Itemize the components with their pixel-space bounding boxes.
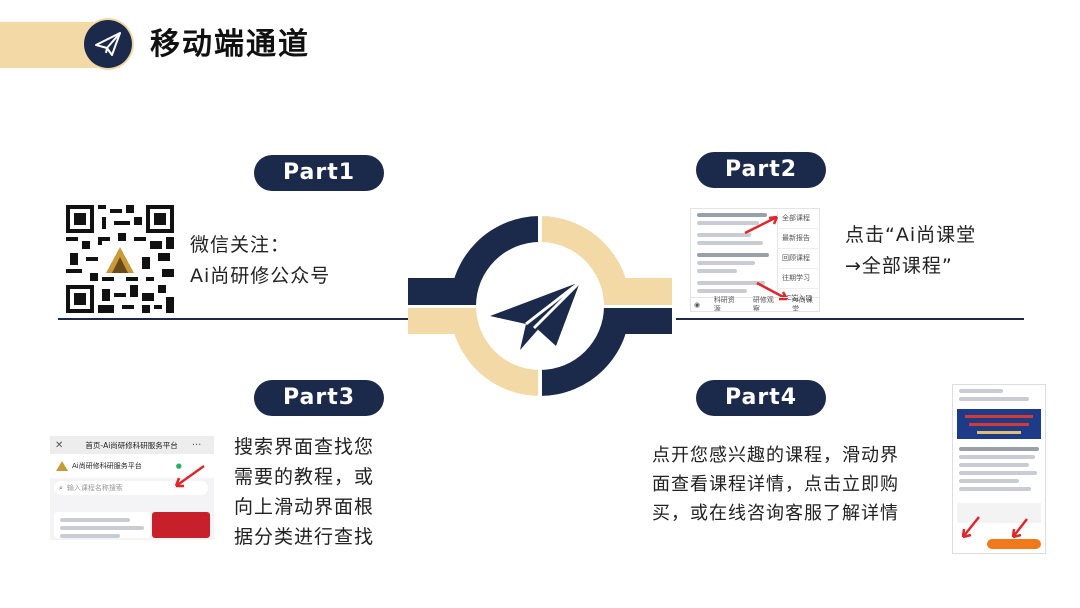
category-grid[interactable]: [54, 512, 150, 538]
mini-search-field[interactable]: ⌕ 输入课程名称搜索: [54, 481, 208, 495]
part3-text: 搜索界面查找您 需要的教程，或 向上滑动界面根 据分类进行查找: [234, 432, 374, 552]
paper-plane-icon: [490, 280, 582, 350]
paper-plane-badge: [84, 20, 132, 68]
part4-pill: Part4: [696, 380, 826, 416]
wechat-icon[interactable]: ●: [175, 461, 182, 470]
part3-line: 搜索界面查找您: [234, 436, 375, 458]
mini-nav-title: 首页-Ai尚研修科研服务平台: [85, 440, 178, 450]
menu-item-past-learning[interactable]: 往期学习: [778, 269, 818, 289]
red-arrow-icon: [744, 215, 779, 235]
keyboard-icon[interactable]: ◉: [694, 300, 701, 309]
mini-header: [953, 385, 1045, 403]
search-placeholder: 输入课程名称搜索: [66, 483, 123, 492]
part3-line: 据分类进行查找: [234, 526, 375, 548]
mini-brand-name: Ai尚研修科研服务平台: [72, 461, 142, 470]
tab-research-observation[interactable]: 研修观察: [752, 296, 774, 312]
part3-screenshot: ✕ 首页-Ai尚研修科研服务平台 ··· Ai尚研修科研服务平台 ● ⌕ 输入课…: [50, 436, 214, 540]
red-arrow-icon: [961, 516, 980, 539]
tab-ai-classroom[interactable]: Ai尚课堂: [792, 296, 813, 312]
tab-research-resources[interactable]: 科研资源: [713, 296, 735, 312]
part4-line: 买，或在线咨询客服了解详情: [652, 503, 899, 524]
mini-brand-bar: Ai尚研修科研服务平台 ●: [50, 454, 214, 478]
bottom-tab-bar: ◉ 科研资源 研修观察 Ai尚课堂: [691, 296, 819, 312]
course-details: [953, 443, 1045, 501]
red-arrow-icon: [174, 464, 205, 488]
part2-text: 点击“Ai尚课堂 →全部课程”: [845, 220, 976, 282]
part4-screenshot: [952, 384, 1046, 554]
menu-item-latest-reports[interactable]: 最新报告: [778, 229, 818, 249]
part1-line: Ai尚研修公众号: [190, 265, 331, 287]
course-menu: 全部课程 最新报告 回顾课程 往期学习 PC端入口: [777, 211, 818, 302]
part4-line: 点开您感兴趣的课程，滑动界: [652, 445, 899, 466]
part1-line: 微信关注：: [190, 234, 291, 256]
page-title: 移动端通道: [150, 27, 310, 62]
menu-item-all-courses[interactable]: 全部课程: [778, 211, 818, 229]
part1-pill: Part1: [254, 155, 384, 191]
part4-line: 面查看课程详情，点击立即购: [652, 474, 899, 495]
course-cover[interactable]: [957, 409, 1041, 439]
article-list: [691, 209, 777, 295]
center-emblem: [408, 204, 672, 408]
part1-text: 微信关注： Ai尚研修公众号: [190, 230, 330, 292]
part3-pill: Part3: [254, 380, 384, 416]
wechat-qr-code: [66, 205, 174, 313]
paper-plane-icon: [95, 32, 121, 56]
search-icon: ⌕: [59, 483, 63, 492]
menu-item-review-courses[interactable]: 回顾课程: [778, 249, 818, 269]
part2-screenshot: 全部课程 最新报告 回顾课程 往期学习 PC端入口 ◉ 科研资源 研修观察 Ai…: [690, 208, 820, 312]
close-icon[interactable]: ✕: [55, 439, 64, 451]
divider-right: [676, 318, 1024, 320]
part2-line: →全部课程”: [845, 255, 953, 277]
part2-pill: Part2: [696, 152, 826, 188]
menu-item-pc-entry[interactable]: PC端入口: [782, 294, 813, 302]
part3-line: 向上滑动界面根: [234, 496, 375, 518]
divider-left: [58, 318, 408, 320]
part3-line: 需要的教程，或: [234, 466, 375, 488]
part2-line: 点击“Ai尚课堂: [845, 224, 977, 246]
red-arrow-icon: [1011, 518, 1028, 539]
promo-banner[interactable]: [152, 512, 210, 538]
more-icon[interactable]: ···: [191, 439, 202, 451]
part4-text: 点开您感兴趣的课程，滑动界 面查看课程详情，点击立即购 买，或在线咨询客服了解详…: [652, 441, 899, 528]
buy-now-button[interactable]: [987, 539, 1041, 549]
logo-icon: [56, 461, 68, 471]
mini-nav-bar: ✕ 首页-Ai尚研修科研服务平台 ···: [50, 436, 214, 454]
